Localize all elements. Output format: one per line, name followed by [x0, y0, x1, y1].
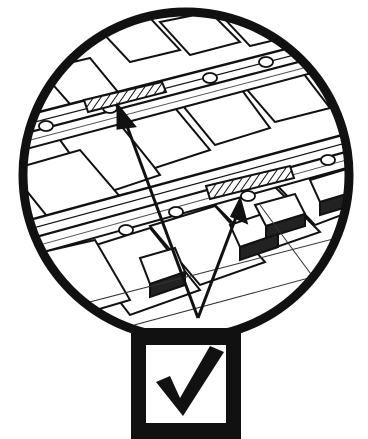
checkmark-badge — [131, 328, 241, 439]
